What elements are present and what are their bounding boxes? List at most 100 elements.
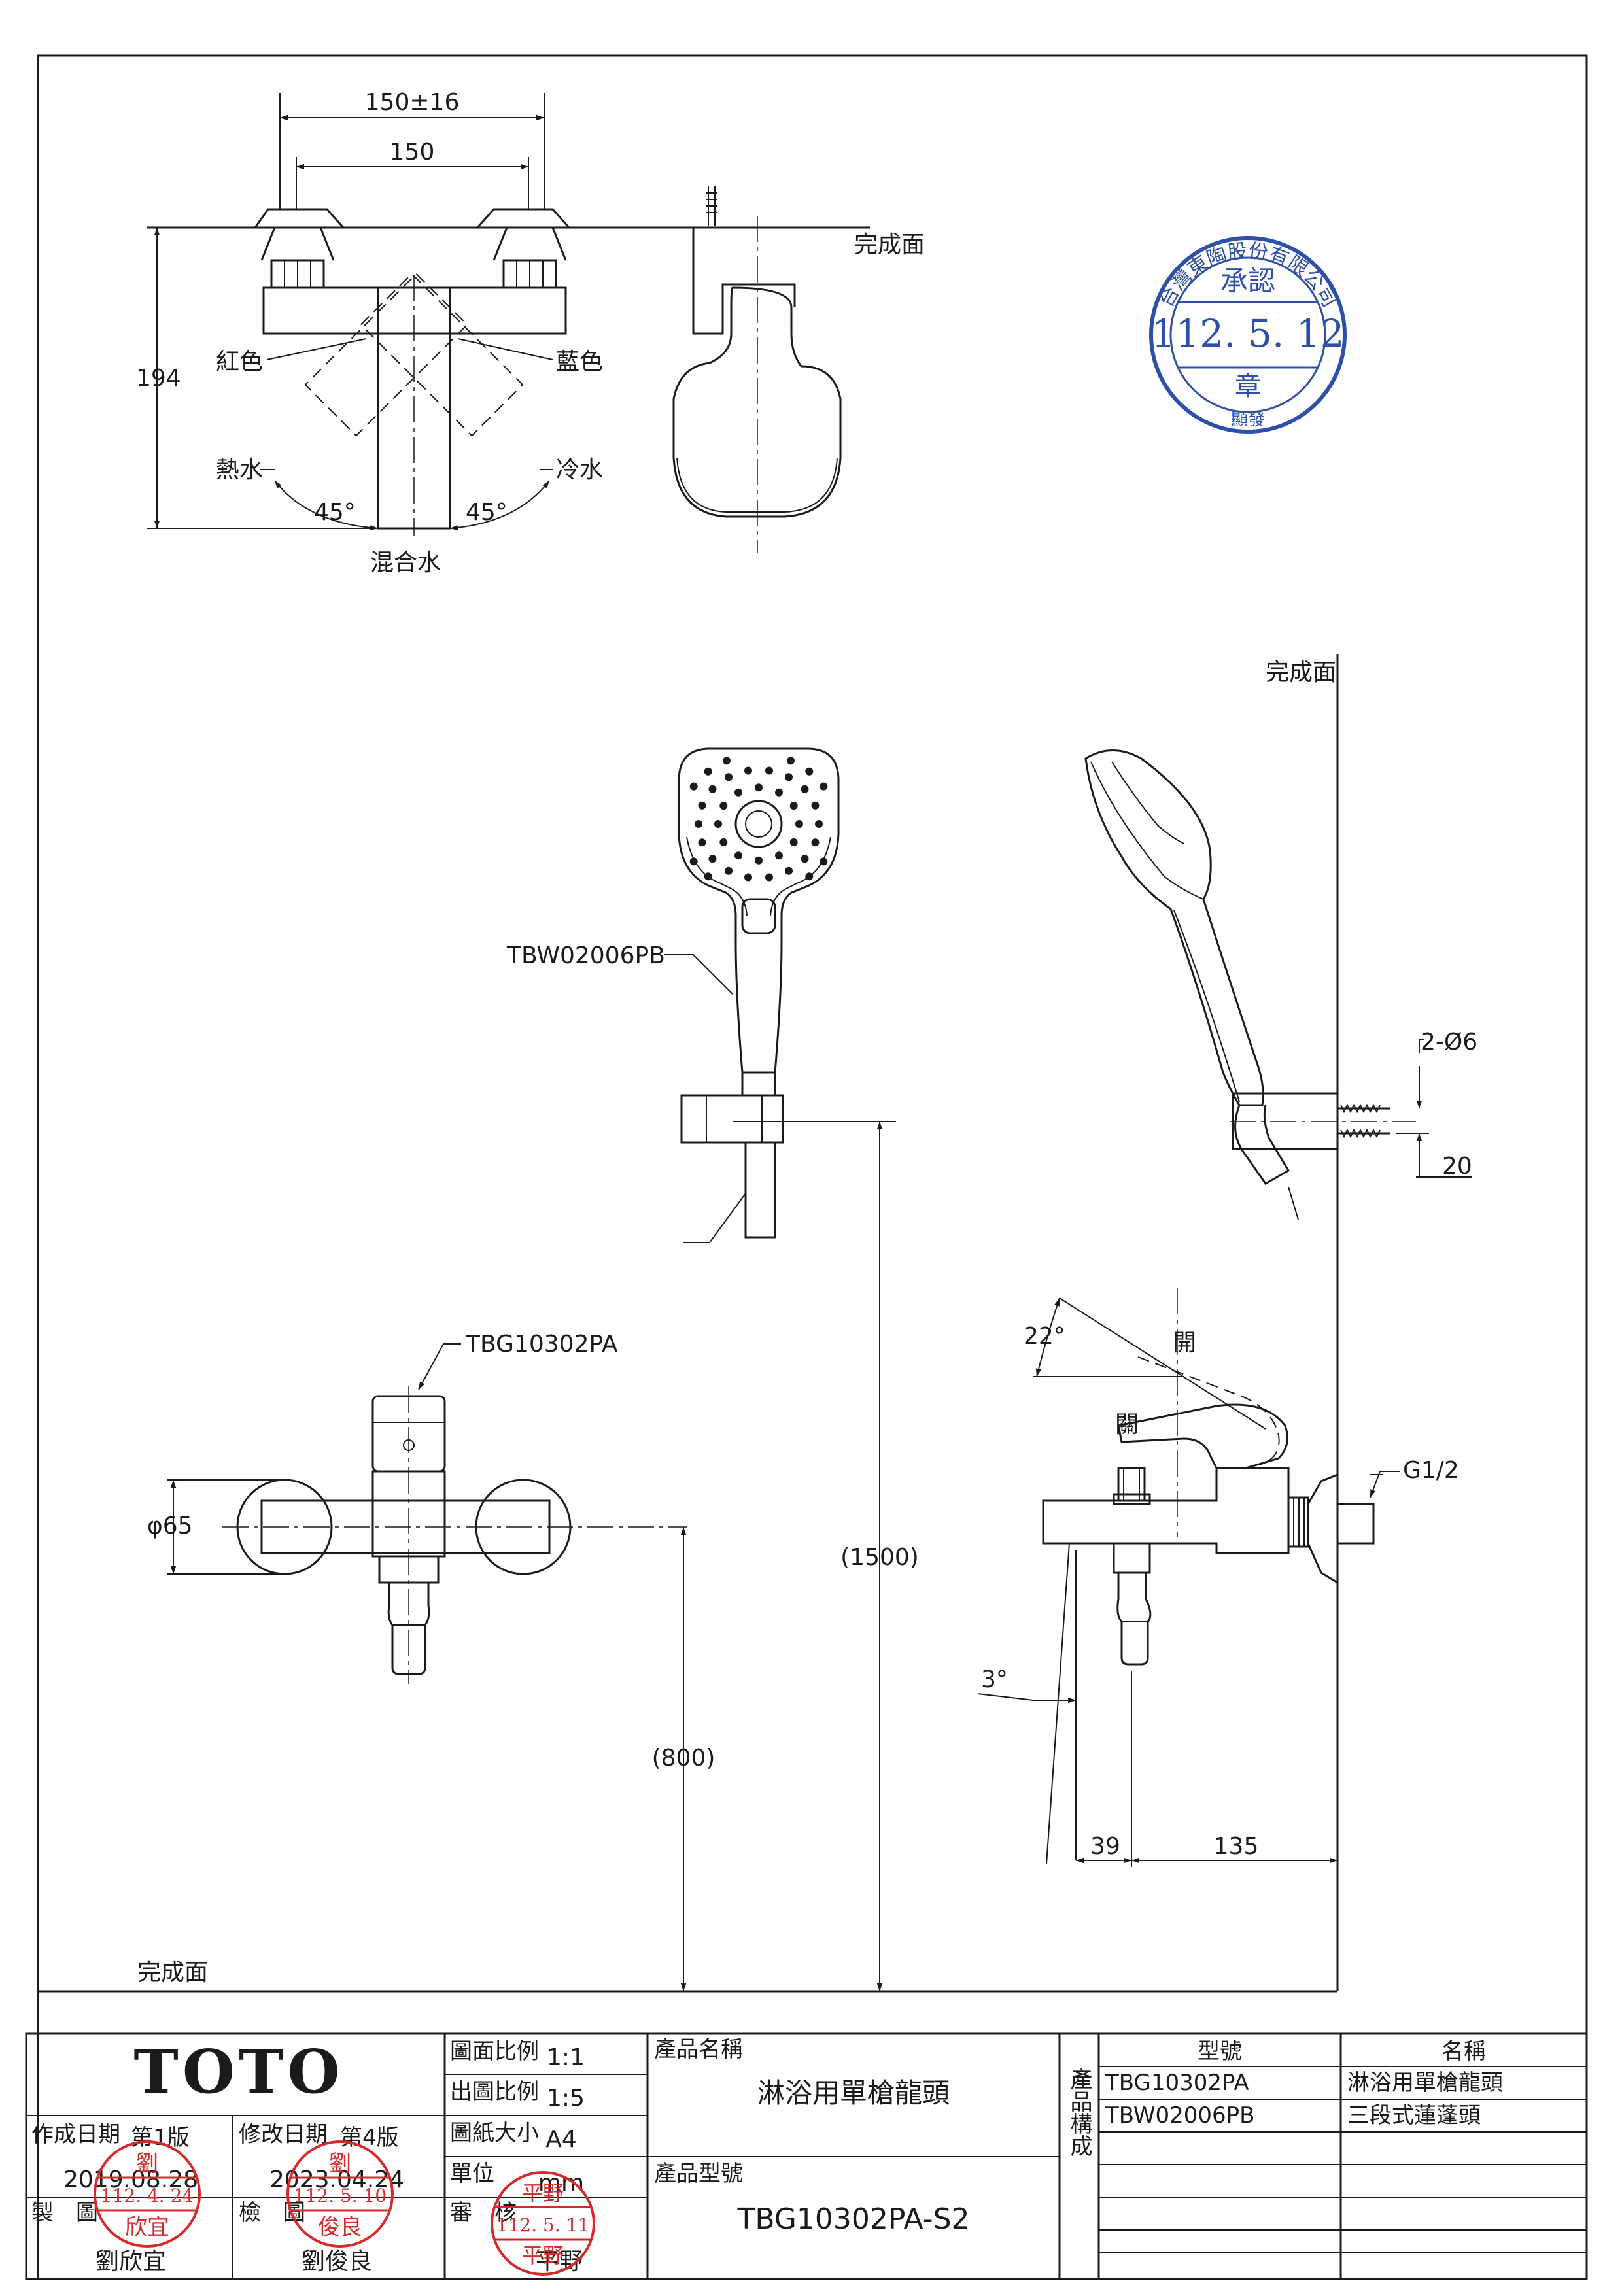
dim-1500-group: (1500) — [840, 1122, 919, 1991]
nozzle-dot — [755, 783, 763, 792]
nozzle-dot — [719, 838, 728, 846]
angle-22: 22° — [1024, 1323, 1065, 1350]
nozzle-dot — [695, 820, 702, 828]
component-name: 三段式蓮蓬頭 — [1347, 2102, 1481, 2129]
label-open: 開 — [1173, 1329, 1196, 1356]
nozzle-dot — [765, 873, 773, 882]
checked-stamp: 劉 112. 5. 10 俊良 — [286, 2140, 394, 2248]
nozzle-dot — [815, 820, 823, 828]
nozzle-dot — [805, 872, 814, 881]
label-red: 紅色 — [216, 349, 263, 375]
approved-stamp-top: 平野 — [522, 2181, 564, 2206]
approval-stamp-title: 承認 — [1220, 265, 1275, 297]
created-version: 第1版 — [131, 2125, 190, 2151]
approval-stamp: 承認 112. 5. 12 章 顯發 台灣東陶股份有限公司 — [1149, 236, 1347, 434]
nozzle-dot — [811, 801, 820, 810]
nozzle-dot — [719, 802, 728, 810]
nozzle-dot — [734, 788, 742, 797]
dim-135: 135 — [1214, 1833, 1259, 1860]
sheet-border — [37, 54, 1588, 2280]
dim-2-phi6: 2-Ø6 — [1421, 1029, 1477, 1055]
nozzle-dot — [689, 782, 698, 791]
label-handshower-model: TBW02006PB — [506, 942, 665, 969]
component-model: TBW02006PB — [1105, 2102, 1255, 2129]
dim-194: 194 — [136, 365, 181, 392]
nozzle-dot — [801, 855, 809, 863]
dim-150: 150 — [390, 139, 435, 165]
nozzle-dot — [795, 820, 803, 828]
approved-stamp-date: 112. 5. 11 — [496, 2214, 590, 2236]
dim-800: (800) — [652, 1745, 716, 1772]
finish-surface-label-top: 完成面 — [854, 231, 925, 258]
paper-value: A4 — [545, 2126, 577, 2153]
scale-label: 圖面比例 — [450, 2038, 539, 2065]
print-scale-label: 出圖比例 — [450, 2079, 539, 2105]
nozzle-dot — [765, 766, 773, 775]
component-model: TBG10302PA — [1105, 2070, 1249, 2096]
revised-label: 修改日期 — [239, 2121, 328, 2148]
angle-3: 3° — [981, 1666, 1008, 1693]
checked-stamp-date: 112. 5. 10 — [294, 2185, 387, 2206]
faucet-top-view: 完成面 150±16 150 194 紅色 藍色 熱水 — [136, 89, 925, 576]
label-cold-water: 冷水 — [556, 456, 603, 483]
nozzle-dot — [785, 773, 793, 781]
drawn-label: 製 圖 — [31, 2200, 98, 2226]
drawn-stamp-date: 112. 4. 24 — [101, 2185, 194, 2206]
dim-39: 39 — [1090, 1833, 1120, 1860]
approved-label: 審 核 — [450, 2200, 517, 2226]
dim-150-tol: 150±16 — [365, 89, 460, 116]
nozzle-dot — [723, 757, 731, 765]
approval-stamp-name: 顯發 — [1231, 410, 1265, 430]
created-label: 作成日期 — [31, 2121, 120, 2148]
title-block: TOTO 作成日期 第1版 2019.08.28 修改日期 第4版 2023.0… — [25, 2032, 1588, 2280]
floor-line: 完成面 — [38, 1959, 1337, 1993]
created-date: 2019.08.28 — [63, 2167, 198, 2193]
nozzle-dot — [789, 802, 798, 810]
nozzle-dot — [698, 838, 706, 847]
nozzle-dot — [775, 851, 783, 860]
nozzle-dot — [744, 873, 752, 882]
dim-1500: (1500) — [840, 1544, 919, 1571]
angle-45-right: 45° — [466, 499, 508, 526]
nozzle-dot — [820, 782, 828, 791]
nozzle-dot — [755, 856, 763, 865]
scale-value: 1:1 — [547, 2044, 585, 2071]
nozzle-dot — [734, 851, 742, 860]
nozzle-dot — [725, 866, 733, 875]
drawn-stamp: 劉 112. 4. 24 欣宜 — [94, 2140, 201, 2248]
angle-45-left: 45° — [314, 499, 356, 526]
composition-label: 產品構成 — [1066, 2068, 1092, 2157]
dim-g12: G1/2 — [1403, 1457, 1459, 1484]
product-name-label: 產品名稱 — [654, 2036, 743, 2063]
product-model: TBG10302PA-S2 — [736, 2202, 969, 2236]
nozzle-dot — [775, 788, 783, 797]
spray-nozzles — [689, 757, 828, 882]
nozzle-dot — [789, 838, 798, 846]
print-scale-value: 1:5 — [547, 2085, 585, 2112]
revised-version: 第4版 — [340, 2125, 399, 2151]
toto-logo: TOTO — [133, 2036, 343, 2107]
nozzle-dot — [704, 872, 712, 881]
dim-20: 20 — [1442, 1153, 1472, 1180]
drawn-by: 劉欣宜 — [95, 2248, 166, 2275]
nozzle-dot — [689, 857, 698, 866]
nozzle-dot — [698, 801, 706, 810]
finish-surface-label-right: 完成面 — [1266, 659, 1336, 686]
dim-phi65: φ65 — [147, 1513, 193, 1539]
paper-label: 圖紙大小 — [450, 2120, 539, 2146]
approved-stamp-bottom: 平野 — [522, 2243, 564, 2268]
nozzle-dot — [714, 820, 722, 828]
component-name: 淋浴用單槍龍頭 — [1347, 2070, 1503, 2096]
label-hot-water: 熱水 — [216, 456, 263, 483]
checked-stamp-top: 劉 — [329, 2151, 351, 2177]
approved-stamp: 平野 112. 5. 11 平野 — [491, 2171, 595, 2276]
unit-label: 單位 — [450, 2161, 494, 2187]
nozzle-dot — [704, 767, 712, 776]
approval-stamp-date: 112. 5. 12 — [1151, 311, 1344, 356]
nozzle-dot — [801, 785, 809, 793]
nozzle-dot — [744, 766, 752, 775]
drawn-stamp-top: 劉 — [136, 2151, 158, 2177]
nozzle-dot — [708, 855, 717, 863]
nozzle-dot — [725, 773, 733, 781]
